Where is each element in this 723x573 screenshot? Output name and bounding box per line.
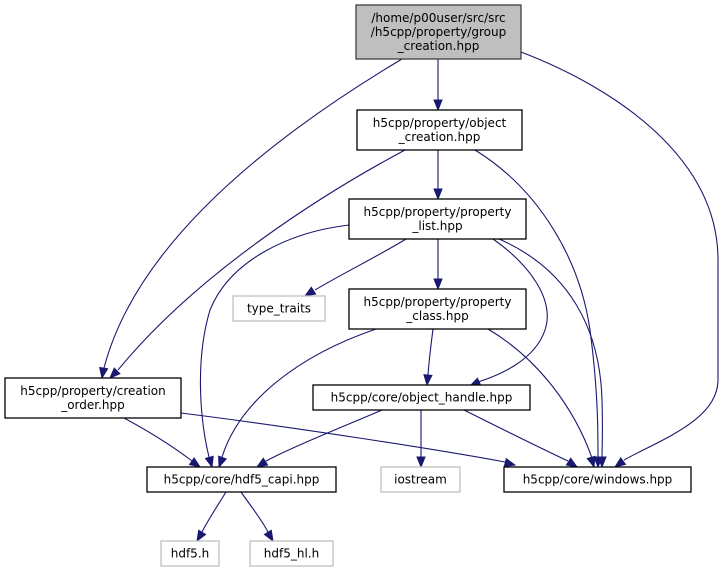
arrowhead-icon bbox=[416, 456, 426, 469]
node-box[interactable] bbox=[4, 377, 182, 419]
edge-line bbox=[474, 149, 599, 458]
arrowhead-icon bbox=[586, 455, 596, 469]
edge-line bbox=[201, 491, 227, 533]
edge-line bbox=[427, 328, 434, 376]
node-label: type_traits bbox=[247, 302, 311, 316]
edge-line bbox=[199, 224, 350, 458]
edge-object-handle-to-hdf5-capi bbox=[255, 409, 383, 468]
edge-line bbox=[240, 491, 269, 533]
arrowhead-icon bbox=[204, 455, 214, 469]
arrowhead-icon bbox=[597, 456, 607, 469]
arrowhead-icon bbox=[565, 457, 579, 468]
edge-object-creation-to-creation-order bbox=[109, 149, 406, 379]
node-label: _order.hpp bbox=[60, 398, 125, 412]
node-creation-order[interactable]: h5cpp/property/creation_order.hpp bbox=[4, 377, 182, 419]
node-label: _creation.hpp bbox=[398, 130, 481, 144]
node-box bbox=[380, 466, 461, 493]
arrowhead-icon bbox=[109, 367, 121, 379]
edge-line bbox=[180, 412, 506, 463]
node-label: hdf5.h bbox=[171, 547, 210, 561]
edge-property-list-to-object-handle bbox=[468, 238, 548, 387]
node-label: h5cpp/core/hdf5_capi.hpp bbox=[164, 473, 320, 487]
edge-creation-order-to-windows bbox=[180, 412, 517, 468]
arrowhead-icon bbox=[99, 366, 109, 380]
edge-property-class-to-hdf5-capi bbox=[218, 328, 377, 469]
node-label: h5cpp/core/object_handle.hpp bbox=[331, 391, 513, 405]
node-label: _creation.hpp bbox=[397, 39, 480, 53]
edge-object-handle-to-windows bbox=[463, 409, 579, 468]
edge-property-list-to-hdf5-capi bbox=[199, 224, 350, 469]
edge-property-list-to-type-traits bbox=[303, 238, 407, 297]
node-label: hdf5_hl.h bbox=[264, 547, 319, 561]
node-label: h5cpp/core/windows.hpp bbox=[523, 473, 673, 487]
node-box[interactable] bbox=[348, 288, 527, 330]
arrowhead-icon bbox=[188, 457, 202, 468]
edge-property-list-to-property-class bbox=[433, 239, 443, 291]
edge-group-creation-to-creation-order bbox=[99, 58, 403, 380]
node-label: h5cpp/property/object bbox=[373, 116, 507, 130]
edge-line bbox=[265, 409, 383, 462]
edge-line bbox=[477, 238, 548, 383]
node-box[interactable] bbox=[146, 466, 337, 493]
node-windows[interactable]: h5cpp/core/windows.hpp bbox=[503, 466, 692, 493]
arrowhead-icon bbox=[503, 457, 517, 468]
edge-line bbox=[463, 409, 569, 462]
edge-object-creation-to-property-list bbox=[433, 150, 443, 201]
arrowhead-icon bbox=[613, 456, 627, 468]
edge-line bbox=[520, 51, 719, 461]
edge-group-creation-to-windows bbox=[520, 51, 719, 468]
node-box bbox=[160, 540, 220, 567]
arrowhead-icon bbox=[433, 99, 443, 112]
node-hdf5-hl-h: hdf5_hl.h bbox=[249, 540, 334, 567]
node-label: h5cpp/property/property bbox=[364, 295, 512, 309]
node-label: h5cpp/property/creation bbox=[20, 384, 166, 398]
node-label: /h5cpp/property/group bbox=[371, 25, 506, 39]
node-label: /home/p00user/src/src bbox=[371, 11, 505, 25]
edge-line bbox=[123, 417, 193, 462]
edge-line bbox=[103, 58, 403, 369]
node-object-handle[interactable]: h5cpp/core/object_handle.hpp bbox=[312, 384, 531, 411]
node-label: _class.hpp bbox=[405, 309, 468, 323]
node-object-creation[interactable]: h5cpp/property/object_creation.hpp bbox=[356, 109, 523, 151]
node-box[interactable] bbox=[356, 109, 523, 151]
node-box[interactable] bbox=[348, 198, 527, 240]
edge-object-handle-to-iostream bbox=[416, 410, 426, 469]
arrowhead-icon bbox=[196, 529, 207, 543]
node-box bbox=[249, 540, 334, 567]
edge-creation-order-to-hdf5-capi bbox=[123, 417, 202, 468]
edge-property-class-to-windows bbox=[487, 328, 596, 469]
arrowhead-icon bbox=[218, 455, 228, 469]
node-property-list[interactable]: h5cpp/property/property_list.hpp bbox=[348, 198, 527, 240]
node-type-traits: type_traits bbox=[232, 295, 326, 322]
node-label: iostream bbox=[394, 473, 447, 487]
edge-property-list-to-windows bbox=[498, 238, 607, 469]
node-hdf5-capi[interactable]: h5cpp/core/hdf5_capi.hpp bbox=[146, 466, 337, 493]
edge-line bbox=[117, 149, 406, 371]
node-box[interactable] bbox=[355, 4, 522, 60]
edge-line bbox=[221, 328, 377, 458]
node-group-creation[interactable]: /home/p00user/src/src/h5cpp/property/gro… bbox=[355, 4, 522, 60]
arrowhead-icon bbox=[433, 188, 443, 201]
node-box bbox=[232, 295, 326, 322]
edge-property-class-to-object-handle bbox=[423, 328, 434, 387]
edge-group-creation-to-object-creation bbox=[433, 59, 443, 112]
node-hdf5-h: hdf5.h bbox=[160, 540, 220, 567]
arrowhead-icon bbox=[303, 286, 317, 297]
edge-hdf5-capi-to-hdf5-h bbox=[196, 491, 227, 543]
node-label: _list.hpp bbox=[411, 219, 462, 233]
edge-line bbox=[487, 328, 593, 459]
arrowhead-icon bbox=[433, 278, 443, 291]
arrowhead-icon bbox=[423, 374, 433, 387]
edge-hdf5-capi-to-hdf5-hl-h bbox=[240, 491, 274, 543]
node-property-class[interactable]: h5cpp/property/property_class.hpp bbox=[348, 288, 527, 330]
node-iostream: iostream bbox=[380, 466, 461, 493]
arrowhead-icon bbox=[263, 529, 274, 543]
node-box[interactable] bbox=[312, 384, 531, 411]
node-label: h5cpp/property/property bbox=[364, 205, 512, 219]
edge-line bbox=[498, 238, 603, 458]
edge-line bbox=[314, 238, 407, 291]
node-box[interactable] bbox=[503, 466, 692, 493]
arrowhead-icon bbox=[255, 457, 269, 468]
